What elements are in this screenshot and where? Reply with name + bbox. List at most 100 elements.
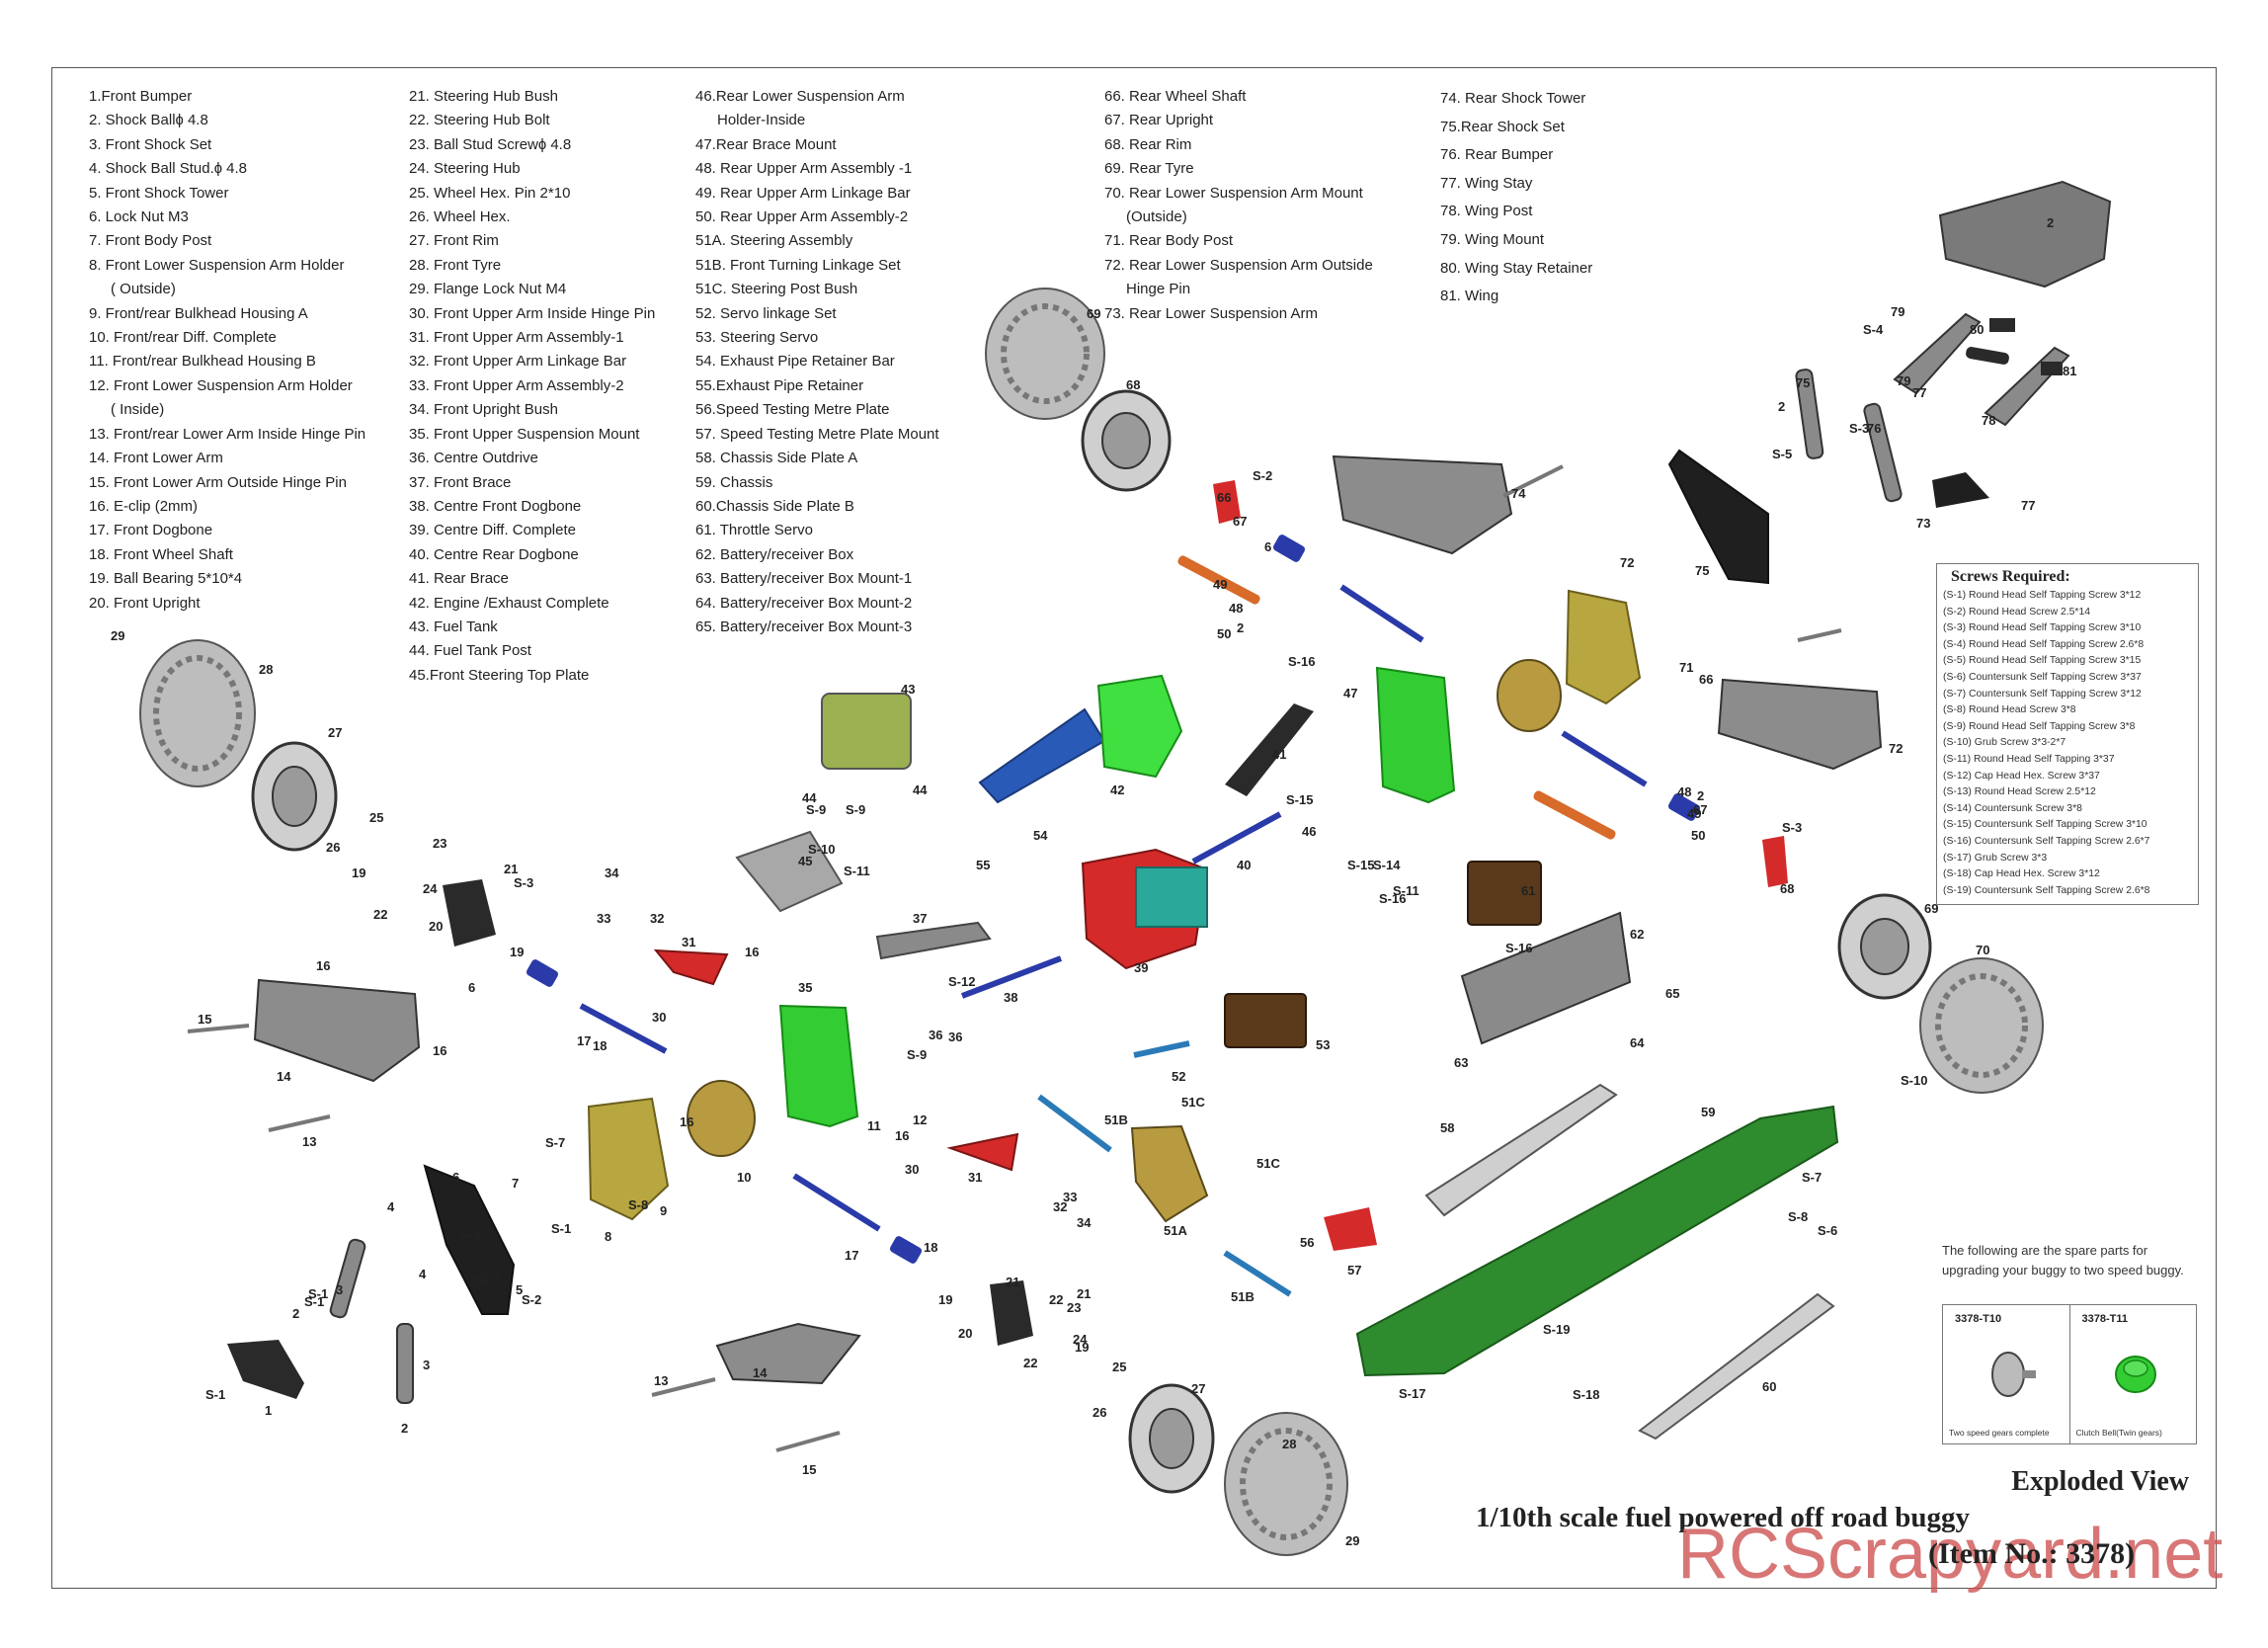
spare-part-code: 3378-T11 <box>2081 1313 2128 1325</box>
part-callout: S-3 <box>514 875 533 890</box>
parts-list-item: 30. Front Upper Arm Inside Hinge Pin <box>409 304 656 322</box>
part-callout: S-8 <box>628 1197 648 1212</box>
parts-list-item: 51A. Steering Assembly <box>695 232 853 250</box>
part-callout: 78 <box>1982 413 1995 428</box>
parts-list-item: 12. Front Lower Suspension Arm Holder <box>89 376 353 394</box>
parts-list-item: 74. Rear Shock Tower <box>1440 90 1586 107</box>
parts-list-item: 76. Rear Bumper <box>1440 146 1554 164</box>
parts-list-item: 21. Steering Hub Bush <box>409 88 558 105</box>
part-callout: 48 <box>1677 784 1691 799</box>
part-callout: S-7 <box>545 1135 565 1150</box>
part-callout: 69 <box>1087 306 1100 321</box>
parts-list-item: 78. Wing Post <box>1440 203 1533 220</box>
diagram-frame <box>51 67 2217 1589</box>
part-callout: 14 <box>753 1365 768 1380</box>
screw-item: (S-10) Grub Screw 3*3-2*7 <box>1943 737 2066 749</box>
parts-artwork <box>139 180 2112 1556</box>
part-callout: S-4 <box>460 1227 481 1242</box>
part-callout: 29 <box>1345 1533 1359 1548</box>
front-tyre-bottom <box>1224 1412 1348 1556</box>
parts-list-item: 49. Rear Upper Arm Linkage Bar <box>695 184 911 202</box>
spare-part-caption: Clutch Bell(Twin gears) <box>2075 1428 2162 1438</box>
parts-list-item: 47.Rear Brace Mount <box>695 135 837 153</box>
parts-list-item: 22. Steering Hub Bolt <box>409 112 550 129</box>
part-callout: 16 <box>316 958 330 973</box>
parts-list-item: 17. Front Dogbone <box>89 522 213 539</box>
part-callout: 20 <box>958 1326 972 1341</box>
screw-item: (S-2) Round Head Screw 2.5*14 <box>1943 606 2091 618</box>
part-callout: 51B <box>1231 1289 1255 1304</box>
part-callout: 75 <box>1796 375 1810 390</box>
part-callout: 19 <box>938 1292 952 1307</box>
parts-list-item: 23. Ball Stud Screwɸ 4.8 <box>409 135 572 153</box>
rear-rim-right <box>1837 893 1932 1000</box>
part-callout: 27 <box>1191 1381 1205 1396</box>
part-callout: 53 <box>1316 1037 1330 1052</box>
part-callout: 3 <box>423 1358 430 1372</box>
front-bulkhead-gold <box>587 1097 670 1221</box>
part-callout: 16 <box>680 1114 693 1129</box>
parts-list-item: 66. Rear Wheel Shaft <box>1104 88 1247 105</box>
engine-exhaust <box>978 707 1106 804</box>
parts-list-item: 57. Speed Testing Metre Plate Mount <box>695 425 939 443</box>
part-callout: S-2 <box>522 1292 541 1307</box>
part-callout: 19 <box>510 945 524 959</box>
parts-list-item: 3. Front Shock Set <box>89 135 212 153</box>
part-callout: 72 <box>1889 741 1903 756</box>
part-callout: 15 <box>802 1462 816 1477</box>
part-callout: 52 <box>1172 1069 1185 1084</box>
part-callout: 12 <box>913 1112 927 1127</box>
parts-list-item: 55.Exhaust Pipe Retainer <box>695 376 864 394</box>
parts-list-item: 67. Rear Upright <box>1104 112 1214 129</box>
parts-list-item: 72. Rear Lower Suspension Arm Outside <box>1104 256 1373 274</box>
part-callout: 66 <box>1217 490 1231 505</box>
part-callout: S-11 <box>844 864 870 878</box>
parts-list-item: 40. Centre Rear Dogbone <box>409 545 579 563</box>
front-bulkhead-green <box>778 1004 859 1128</box>
part-callout: S-16 <box>1379 891 1406 906</box>
front-shock-bottom <box>396 1323 414 1404</box>
parts-list-item: 63. Battery/receiver Box Mount-1 <box>695 570 913 588</box>
screw-item: (S-17) Grub Screw 3*3 <box>1943 852 2048 864</box>
part-callout: S-11 <box>1393 883 1419 898</box>
front-lower-arm-left <box>253 978 421 1083</box>
front-steering-top-plate <box>735 830 844 913</box>
part-callout: 9 <box>660 1203 667 1218</box>
part-callout: 19 <box>352 865 365 880</box>
screw-item: (S-11) Round Head Self Tapping 3*37 <box>1943 753 2115 765</box>
rear-upright-right <box>1762 836 1788 887</box>
part-callout: 42 <box>1110 783 1124 797</box>
screws-required-box: Screws Required: (S-1) Round Head Self T… <box>1936 563 2199 905</box>
rear-tyre-top <box>985 288 1105 420</box>
parts-list-item: 14. Front Lower Arm <box>89 450 223 467</box>
screw-item: (S-16) Countersunk Self Tapping Screw 2.… <box>1943 835 2150 847</box>
centre-diff-mount <box>1135 866 1208 928</box>
front-tyre-left <box>139 639 256 787</box>
rear-rim-top <box>1081 389 1172 492</box>
parts-list-item: 53. Steering Servo <box>695 329 819 347</box>
part-callout: 18 <box>593 1038 607 1053</box>
part-callout: 21 <box>504 862 518 876</box>
front-upright-left <box>443 879 496 947</box>
front-dogbone-left <box>579 1003 668 1054</box>
part-callout: 40 <box>1237 858 1251 872</box>
front-bumper <box>227 1340 304 1399</box>
rear-tyre-right <box>1919 957 2044 1094</box>
part-callout: 72 <box>1620 555 1634 570</box>
parts-list-item: 43. Fuel Tank <box>409 618 498 635</box>
part-callout: S-5 <box>1772 447 1792 461</box>
wing-mount <box>2041 362 2063 375</box>
part-callout: 43 <box>901 682 915 697</box>
part-callout: 25 <box>369 810 383 825</box>
part-callout: S-12 <box>948 974 975 989</box>
spare-part-t11: 3378-T11 Clutch Bell(Twin gears) <box>2070 1305 2197 1443</box>
part-callout: S-9 <box>806 802 826 817</box>
part-callout: 59 <box>1701 1105 1715 1119</box>
screw-item: (S-19) Countersunk Self Tapping Screw 2.… <box>1943 884 2150 896</box>
part-callout: 17 <box>577 1033 591 1048</box>
part-callout: 2 <box>1778 399 1785 414</box>
part-callout: S-10 <box>808 842 835 857</box>
part-callout: 30 <box>652 1010 666 1025</box>
